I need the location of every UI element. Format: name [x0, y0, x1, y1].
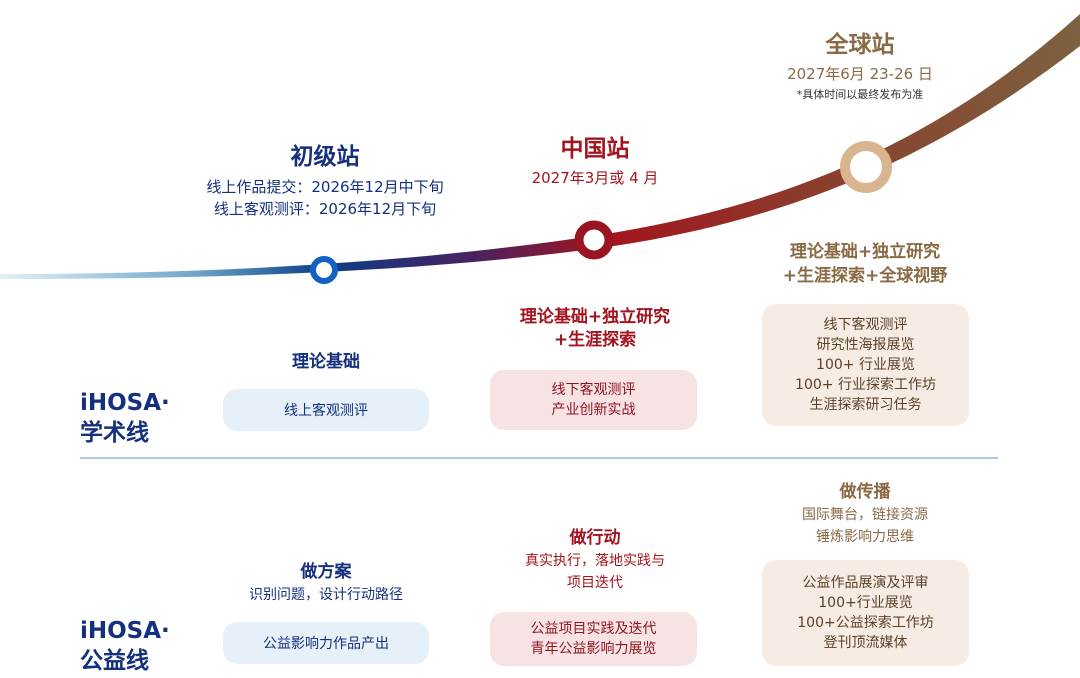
public-welfare-line-label: iHOSA· 公益线	[80, 616, 170, 676]
primary-station: 初级站 线上作品提交：2026年12月中下旬 线上客观测评：2026年12月下旬	[170, 142, 480, 220]
global-station: 全球站 2027年6月 23-26 日 *具体时间以最终发布为准	[740, 30, 980, 105]
academic-line-label-1: iHOSA·	[80, 390, 170, 416]
global-station-date: 2027年6月 23-26 日	[787, 65, 933, 83]
public-welfare-line-label-1: iHOSA·	[80, 618, 170, 644]
china-station-marker	[574, 220, 614, 260]
academic-col2-item: 线下客观测评	[551, 382, 636, 398]
public-welfare-col3-sub-2: 锤炼影响力思维	[816, 529, 914, 545]
academic-col1-item: 线上客观测评	[284, 403, 368, 419]
public-welfare-col3-heading: 做传播	[839, 482, 891, 502]
china-station-title: 中国站	[560, 136, 630, 162]
public-welfare-col2-item: 公益项目实践及迭代	[530, 621, 657, 637]
academic-col3-item: 100+ 行业展览	[816, 357, 915, 373]
public-welfare-col1-header: 做方案 识别问题，设计行动路径	[216, 560, 436, 606]
global-station-title: 全球站	[825, 32, 895, 58]
public-welfare-col1-sub: 识别问题，设计行动路径	[249, 587, 403, 603]
academic-col3-heading: 理论基础+独立研究 +生涯探索+全球视野	[740, 240, 990, 288]
academic-line-label: iHOSA· 学术线	[80, 388, 170, 448]
public-welfare-line-label-2: 公益线	[80, 648, 149, 674]
academic-col3-item: 线下客观测评	[823, 317, 908, 333]
public-welfare-col3-item: 100+行业展览	[818, 595, 913, 611]
academic-col1-heading: 理论基础	[292, 352, 360, 372]
primary-station-marker	[310, 256, 338, 284]
public-welfare-col1-item: 公益影响力作品产出	[263, 636, 389, 652]
academic-col3-item: 研究性海报展览	[816, 337, 915, 353]
academic-col2-heading: 理论基础+独立研究 +生涯探索	[470, 306, 720, 352]
academic-col2-heading-1: 理论基础+独立研究	[519, 307, 671, 327]
academic-col3-item: 生涯探索研习任务	[809, 397, 922, 413]
public-welfare-col3-sub-1: 国际舞台，链接资源	[802, 507, 928, 523]
academic-line-label-2: 学术线	[80, 420, 149, 446]
global-station-marker	[840, 141, 892, 193]
public-welfare-col2-item: 青年公益影响力展览	[530, 641, 657, 657]
academic-col2-item: 产业创新实战	[551, 402, 636, 418]
public-welfare-col3-header: 做传播 国际舞台，链接资源 锤炼影响力思维	[740, 480, 990, 548]
public-welfare-col2-sub-1: 真实执行，落地实践与	[525, 553, 665, 569]
public-welfare-col2-header: 做行动 真实执行，落地实践与 项目迭代	[470, 526, 720, 594]
china-station-date: 2027年3月或 4 月	[531, 169, 659, 187]
global-station-note: *具体时间以最终发布为准	[796, 88, 924, 101]
public-welfare-col3-box: 公益作品展演及评审 100+行业展览 100+公益探索工作坊 登刊顶流媒体	[762, 560, 969, 666]
primary-station-line1: 线上作品提交：2026年12月中下旬	[206, 178, 444, 196]
public-welfare-col3-item: 公益作品展演及评审	[802, 575, 929, 591]
primary-station-title: 初级站	[290, 144, 360, 170]
academic-col3-box: 线下客观测评 研究性海报展览 100+ 行业展览 100+ 行业探索工作坊 生涯…	[762, 304, 969, 426]
academic-col1-box: 线上客观测评	[223, 389, 429, 431]
academic-col3-heading-1: 理论基础+独立研究	[789, 242, 941, 262]
academic-col2-box: 线下客观测评 产业创新实战	[490, 370, 697, 430]
public-welfare-col3-item: 登刊顶流媒体	[823, 635, 908, 651]
public-welfare-col2-heading: 做行动	[569, 528, 621, 548]
primary-station-line2: 线上客观测评：2026年12月下旬	[213, 200, 437, 218]
academic-col2-heading-2: +生涯探索	[553, 330, 637, 350]
academic-col3-item: 100+ 行业探索工作坊	[795, 377, 936, 393]
public-welfare-col1-heading: 做方案	[300, 562, 352, 582]
public-welfare-col2-sub-2: 项目迭代	[567, 575, 623, 591]
public-welfare-col3-item: 100+公益探索工作坊	[797, 615, 934, 631]
academic-col3-heading-2: +生涯探索+全球视野	[782, 266, 948, 286]
public-welfare-col2-box: 公益项目实践及迭代 青年公益影响力展览	[490, 612, 697, 666]
public-welfare-col1-box: 公益影响力作品产出	[223, 622, 429, 664]
china-station: 中国站 2027年3月或 4 月	[480, 134, 710, 189]
